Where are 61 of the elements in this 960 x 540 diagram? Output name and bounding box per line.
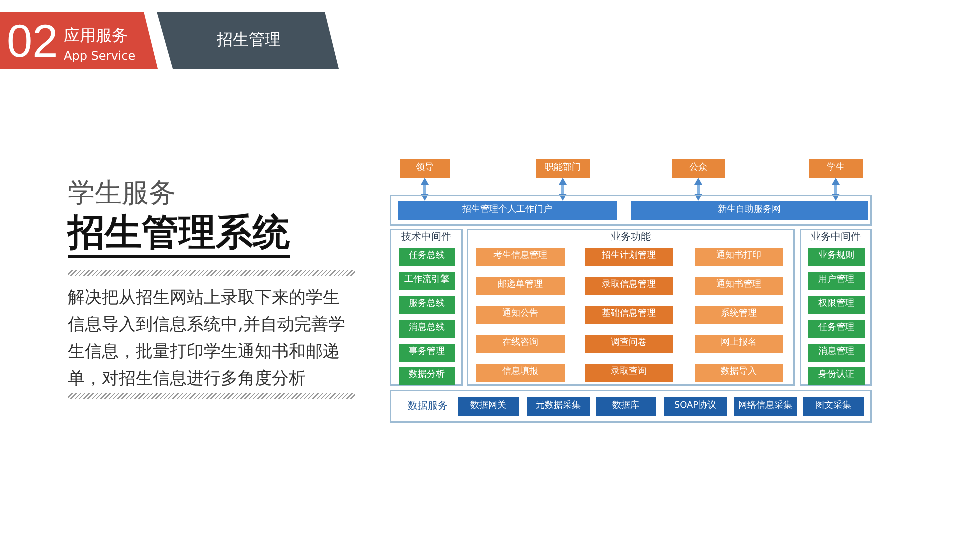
- middleware-box: 消息管理: [808, 344, 865, 362]
- middleware-box: 消息总线: [399, 320, 455, 338]
- double-arrow: [832, 178, 840, 201]
- portal-bar: 招生管理个人工作门户: [398, 201, 617, 220]
- middleware-box: 用户管理: [808, 272, 865, 290]
- middleware-box: 事务管理: [399, 344, 455, 362]
- tab-title: 应用服务: [64, 28, 128, 44]
- service-box: 元数据采集: [527, 397, 590, 416]
- module-box: 招生计划管理: [585, 248, 673, 266]
- section-tab: [157, 12, 339, 69]
- module-box: 基础信息管理: [585, 306, 673, 324]
- module-box: 录取查询: [585, 364, 673, 382]
- module-box: 数据导入: [695, 364, 783, 382]
- panel-title: 业务功能: [611, 233, 651, 243]
- module-box: 考生信息管理: [476, 248, 565, 266]
- double-arrow: [559, 178, 567, 201]
- module-box: 在线咨询: [476, 335, 565, 353]
- module-box: 邮递单管理: [476, 277, 565, 295]
- service-box: 网络信息采集: [734, 397, 797, 416]
- actor-box: 职能部门: [536, 159, 590, 178]
- middleware-box: 身份认证: [808, 367, 865, 385]
- middleware-box: 权限管理: [808, 296, 865, 314]
- module-box: 系统管理: [695, 306, 783, 324]
- section-tab: [0, 12, 158, 69]
- module-box: 通知书管理: [695, 277, 783, 295]
- service-box: 数据网关: [458, 397, 519, 416]
- middleware-box: 任务管理: [808, 320, 865, 338]
- module-box: 信息填报: [476, 364, 565, 382]
- module-box: 通知书打印: [695, 248, 783, 266]
- actor-box: 公众: [672, 159, 725, 178]
- panel-frame: [390, 390, 872, 423]
- panel-frame: [800, 229, 872, 386]
- tab-title: 招生管理: [217, 32, 281, 48]
- panel-frame: [390, 229, 463, 386]
- panel-title: 数据服务: [408, 402, 448, 412]
- module-box: 通知公告: [476, 306, 565, 324]
- double-arrow: [694, 178, 702, 201]
- middleware-box: 工作流引擎: [399, 272, 455, 290]
- actor-box: 学生: [809, 159, 863, 178]
- module-box: 调查问卷: [585, 335, 673, 353]
- description-text: 解决把从招生网站上录取下来的学生信息导入到信息系统中,并自动完善学生信息，批量打印学生通知书和邮递单，对招生信息进行多角度分析: [68, 287, 346, 391]
- service-box: 数据库: [596, 397, 656, 416]
- heading-text: 招生管理系统: [68, 213, 290, 258]
- section-number: 02: [7, 18, 58, 64]
- panel-title: 业务中间件: [811, 233, 861, 243]
- panel-frame: [390, 195, 872, 226]
- panel-title: 技术中间件: [402, 233, 452, 243]
- module-box: 网上报名: [695, 335, 783, 353]
- service-box: SOAP协议: [664, 397, 727, 416]
- actor-box: 领导: [400, 159, 450, 178]
- middleware-box: 任务总线: [399, 248, 455, 266]
- middleware-box: 服务总线: [399, 296, 455, 314]
- subtitle-text: 学生服务: [68, 180, 176, 207]
- portal-bar: 新生自助服务网: [631, 201, 868, 220]
- panel-frame: [467, 229, 795, 386]
- module-box: 录取信息管理: [585, 277, 673, 295]
- service-box: 图文采集: [803, 397, 864, 416]
- middleware-box: 数据分析: [399, 367, 455, 385]
- double-arrow: [421, 178, 429, 201]
- tab-subtitle: App Service: [64, 50, 136, 62]
- middleware-box: 业务规则: [808, 248, 865, 266]
